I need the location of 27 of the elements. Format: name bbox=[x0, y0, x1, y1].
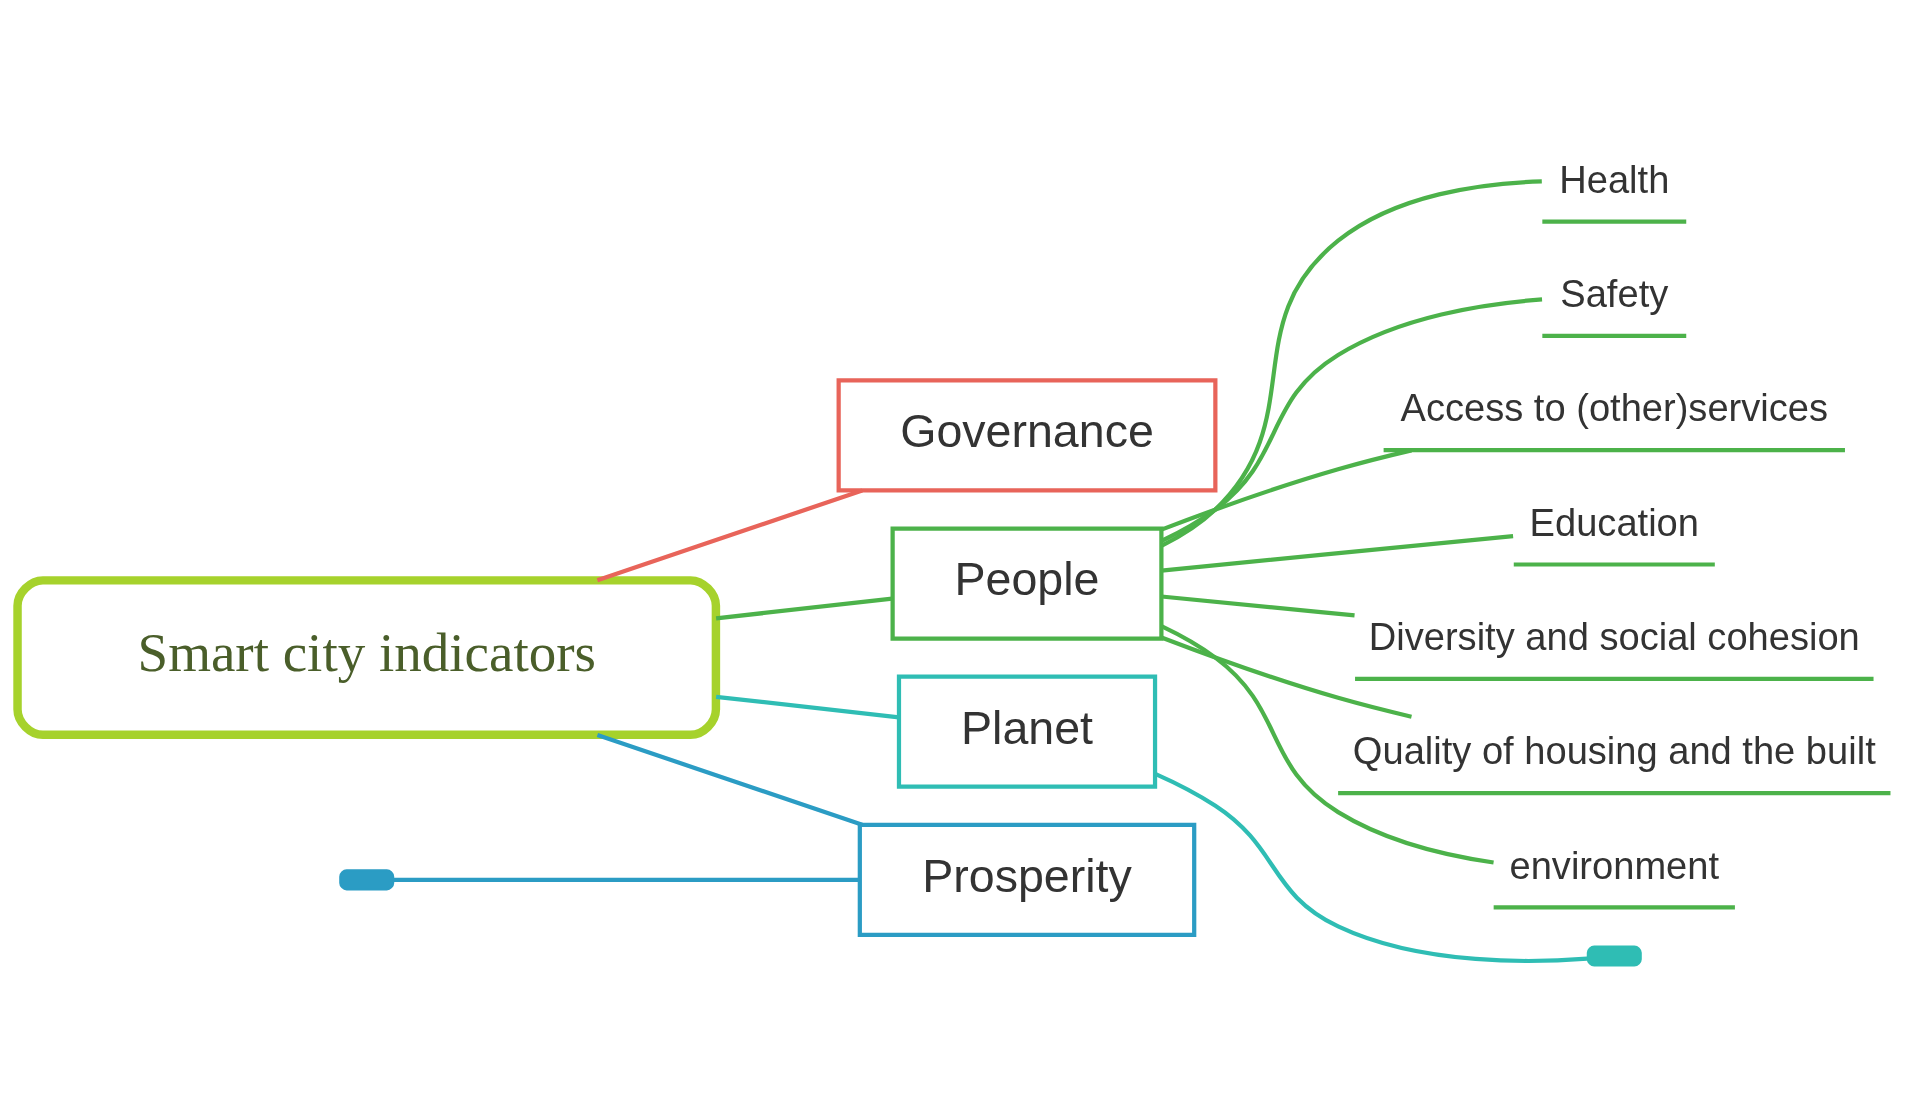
connector bbox=[1161, 624, 1494, 865]
node-text: Education bbox=[1529, 501, 1699, 544]
node-text: Health bbox=[1559, 158, 1670, 201]
connector bbox=[1160, 179, 1542, 548]
node-box bbox=[339, 869, 395, 891]
node-box: Smart city indicators bbox=[13, 576, 721, 740]
node-text: environment bbox=[1509, 844, 1720, 887]
connector bbox=[715, 596, 893, 621]
node-text: Safety bbox=[1560, 273, 1669, 316]
node-text: Quality of housing and the built bbox=[1352, 730, 1876, 773]
node-box: People bbox=[890, 526, 1164, 641]
connector bbox=[596, 733, 863, 827]
node-box bbox=[1586, 945, 1642, 967]
connector bbox=[1161, 297, 1543, 543]
node-text: Access to (other)services bbox=[1400, 387, 1829, 430]
node-box: Governance bbox=[836, 378, 1218, 493]
connector bbox=[596, 488, 863, 583]
node-box: Planet bbox=[896, 674, 1158, 789]
node-box: Prosperity bbox=[857, 822, 1197, 937]
connector bbox=[393, 877, 860, 882]
node-text: Diversity and social cohesion bbox=[1368, 615, 1860, 658]
connector bbox=[715, 694, 900, 720]
connector bbox=[1161, 594, 1355, 618]
connector bbox=[1161, 534, 1514, 573]
connector bbox=[1160, 448, 1412, 532]
connector bbox=[1154, 772, 1588, 963]
connector bbox=[1160, 635, 1412, 719]
